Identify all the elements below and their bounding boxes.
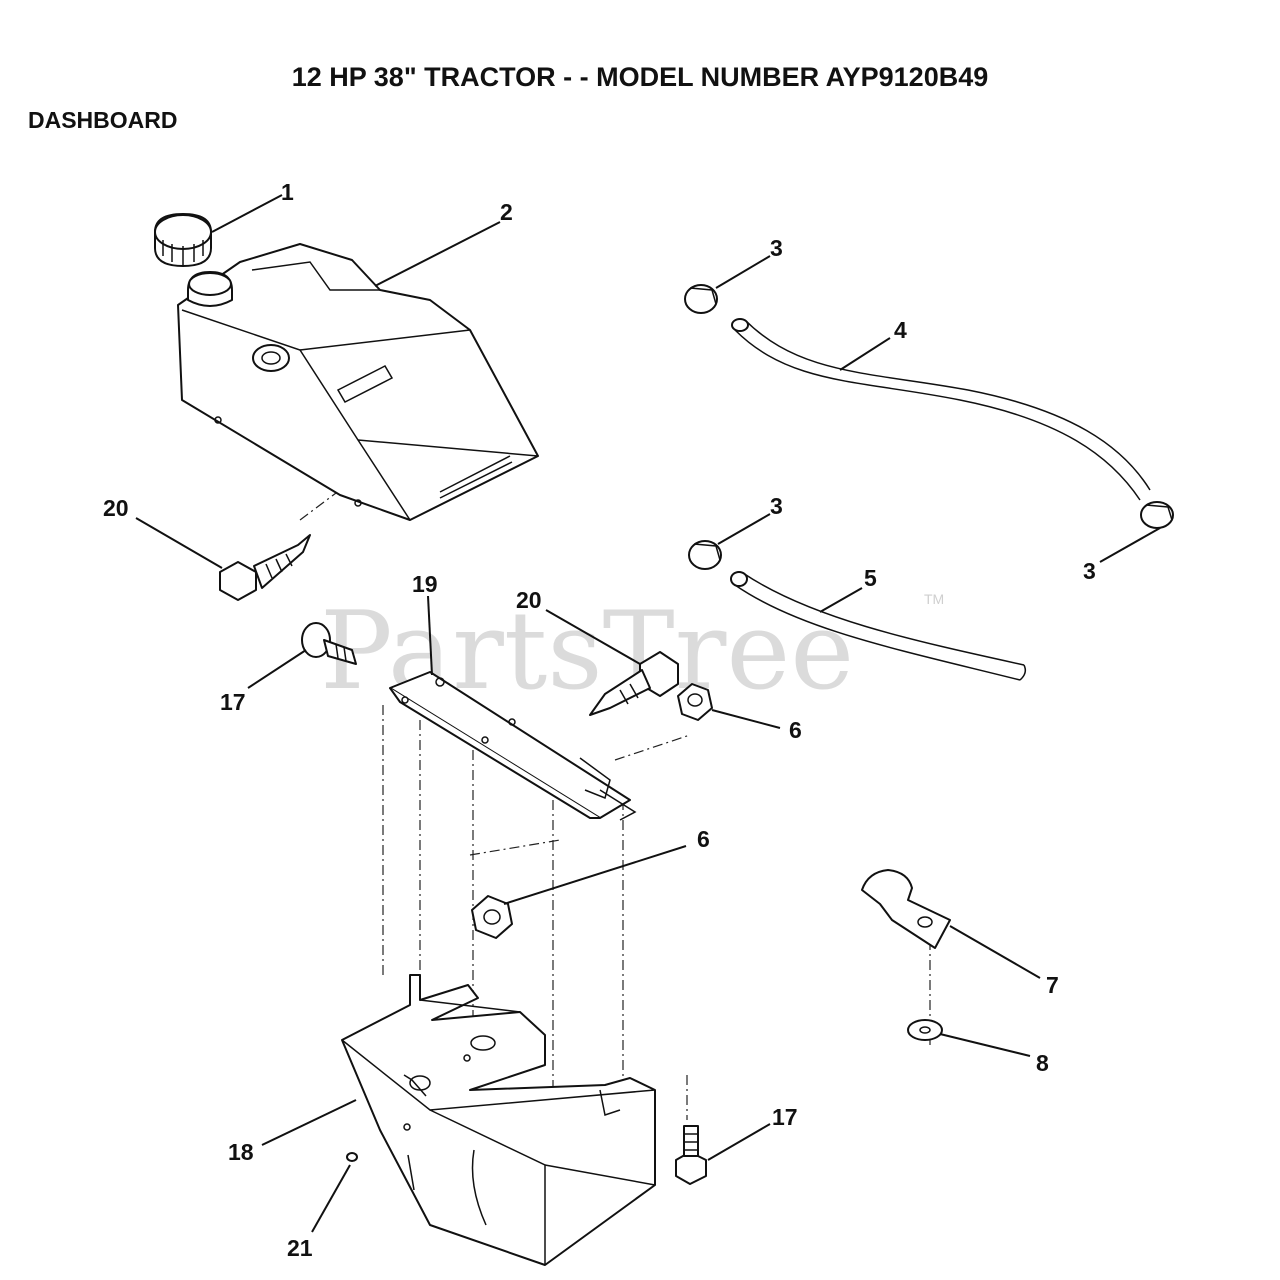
callout-20-left: 20 — [103, 495, 129, 521]
fuel-line-part-4[interactable] — [731, 318, 1151, 501]
callout-3-right: 3 — [1083, 558, 1096, 584]
screw-part-20-left[interactable] — [219, 534, 311, 601]
callout-7: 7 — [1046, 972, 1059, 998]
callout-17-upper: 17 — [220, 689, 246, 715]
fuel-tank-part-2[interactable] — [177, 243, 539, 521]
callout-1: 1 — [281, 179, 294, 205]
washer-part-8[interactable] — [907, 1019, 943, 1041]
clip-part-7[interactable] — [861, 869, 951, 949]
screw-part-21[interactable] — [346, 1152, 358, 1162]
callout-2: 2 — [500, 199, 513, 225]
support-bracket-part-19[interactable] — [389, 671, 637, 821]
hose-clamp-part-3-middle[interactable] — [688, 540, 722, 570]
callout-6-lower: 6 — [697, 826, 710, 852]
callout-3-top: 3 — [770, 235, 783, 261]
callout-20-right: 20 — [516, 587, 542, 613]
leader-lines — [135, 194, 1161, 1233]
callout-21: 21 — [287, 1235, 313, 1261]
nut-part-6-upper[interactable] — [677, 683, 713, 721]
screw-part-20-right[interactable] — [589, 651, 679, 716]
callout-3-middle: 3 — [770, 493, 783, 519]
fuel-cap-part-1[interactable] — [154, 213, 212, 267]
callout-17-lower: 17 — [772, 1104, 798, 1130]
callout-8: 8 — [1036, 1050, 1049, 1076]
bolt-part-17-upper[interactable] — [301, 622, 357, 665]
diagram-title: 12 HP 38" TRACTOR - - MODEL NUMBER AYP91… — [292, 62, 989, 92]
callout-4: 4 — [894, 317, 907, 343]
hose-clamp-part-3-right[interactable] — [1140, 501, 1174, 529]
callout-19: 19 — [412, 571, 438, 597]
nut-part-6-lower[interactable] — [471, 895, 513, 939]
hose-clamp-part-3-top[interactable] — [684, 284, 718, 314]
callout-6-upper: 6 — [789, 717, 802, 743]
callout-5: 5 — [864, 565, 877, 591]
watermark-trademark: TM — [924, 591, 944, 607]
dashboard-panel-part-18[interactable] — [341, 974, 656, 1266]
callout-numbers: 1 2 3 4 3 3 5 20 19 20 17 6 6 7 8 17 18 … — [103, 179, 1096, 1261]
section-label: DASHBOARD — [28, 107, 178, 133]
callout-18: 18 — [228, 1139, 254, 1165]
bolt-part-17-lower[interactable] — [675, 1125, 707, 1185]
fuel-line-part-5[interactable] — [730, 571, 1027, 681]
